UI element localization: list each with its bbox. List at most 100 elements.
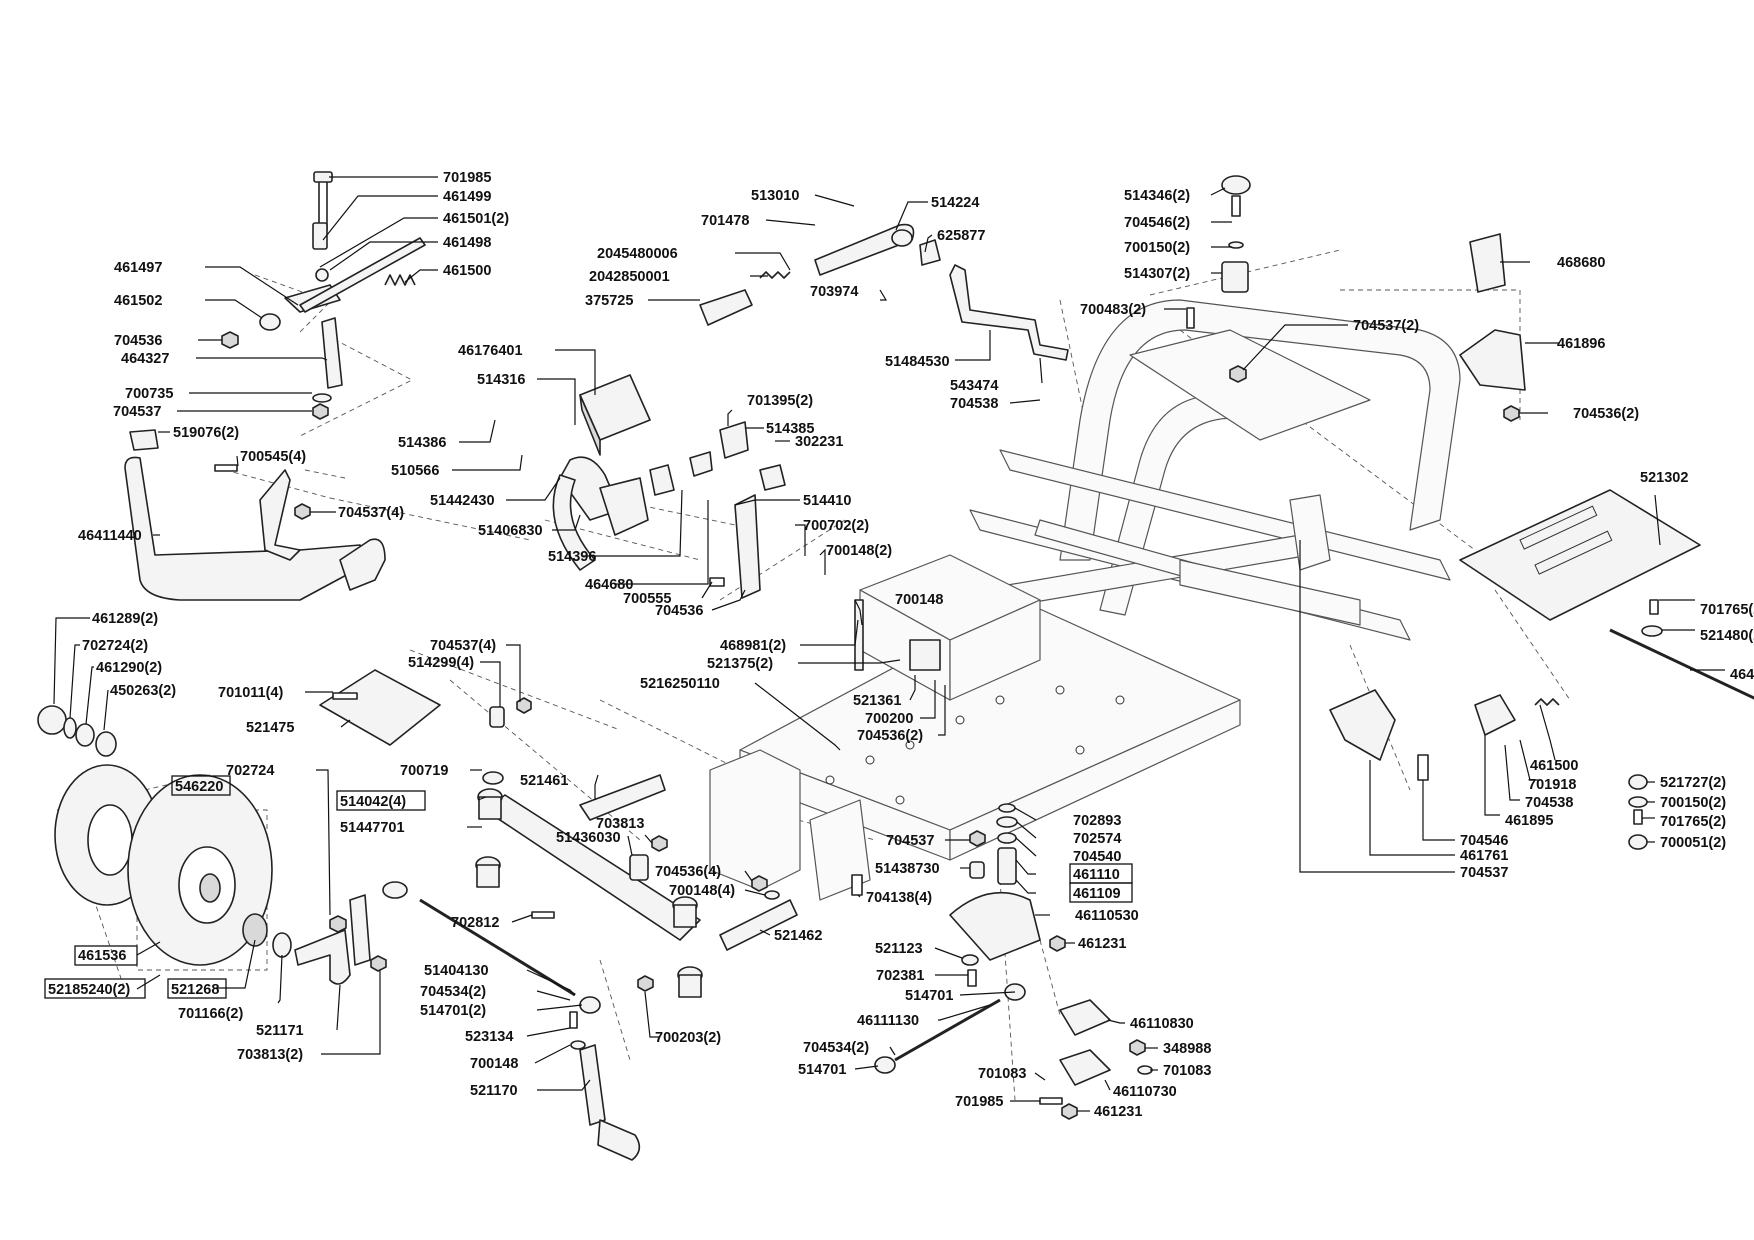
label-521375: 521375(2)	[707, 656, 773, 672]
label-514346: 514346(2)	[1124, 188, 1190, 204]
label-348988: 348988	[1163, 1041, 1211, 1057]
label-514396: 514396	[548, 549, 596, 565]
label-468680: 468680	[1557, 255, 1605, 271]
label-702724-2: 702724(2)	[82, 638, 148, 654]
label-701478: 701478	[701, 213, 749, 229]
label-703813-2: 703813(2)	[237, 1047, 303, 1063]
label-51436030: 51436030	[556, 830, 621, 846]
label-521170: 521170	[470, 1083, 518, 1099]
label-701985-b: 701985	[955, 1094, 1003, 1110]
label-464327: 464327	[121, 351, 169, 367]
label-514386: 514386	[398, 435, 446, 451]
label-461500: 461500	[443, 263, 491, 279]
label-704537-2: 704537(2)	[1353, 318, 1419, 334]
label-450263: 450263(2)	[110, 683, 176, 699]
label-46411440: 46411440	[78, 528, 142, 544]
label-521302: 521302	[1640, 470, 1688, 486]
label-514042: 514042(4)	[340, 794, 406, 810]
label-700148-4: 700148(4)	[669, 883, 735, 899]
label-521461: 521461	[520, 773, 568, 789]
label-702574: 702574	[1073, 831, 1121, 847]
label-704537-4: 704537(4)	[338, 505, 404, 521]
label-521268: 521268	[171, 982, 219, 998]
label-461895: 461895	[1505, 813, 1553, 829]
label-704538: 704538	[950, 396, 998, 412]
label-461498: 461498	[443, 235, 491, 251]
label-461502: 461502	[114, 293, 162, 309]
label-461536: 461536	[78, 948, 126, 964]
label-700051: 700051(2)	[1660, 835, 1726, 851]
label-514701-2: 514701(2)	[420, 1003, 486, 1019]
label-521361: 521361	[853, 693, 901, 709]
label-704536-2: 704536(2)	[1573, 406, 1639, 422]
label-704538-b: 704538	[1525, 795, 1573, 811]
label-510566: 510566	[391, 463, 439, 479]
parts	[37, 171, 1754, 1161]
label-700719: 700719	[400, 763, 448, 779]
label-514385: 514385	[766, 421, 814, 437]
label-461896: 461896	[1557, 336, 1605, 352]
main-frame-chassis	[709, 299, 1461, 901]
label-461500-b: 461500	[1530, 758, 1578, 774]
label-52185240: 52185240(2)	[48, 982, 130, 998]
label-703974: 703974	[810, 284, 858, 300]
part-labels: 701985 461499 461501(2) 461498 461500 46…	[48, 170, 1754, 1120]
label-2045480006: 2045480006	[597, 246, 678, 262]
label-700148: 700148	[895, 592, 943, 608]
label-704537-c: 704537	[1460, 865, 1508, 881]
label-461501: 461501(2)	[443, 211, 509, 227]
label-700735: 700735	[125, 386, 173, 402]
label-302231: 302231	[795, 434, 843, 450]
label-704537-4b: 704537(4)	[430, 638, 496, 654]
label-704540: 704540	[1073, 849, 1121, 865]
leader-lines	[53, 176, 1725, 1112]
label-701765-2: 701765(2)	[1700, 602, 1754, 618]
label-700148-d: 700148	[470, 1056, 518, 1072]
label-51447701: 51447701	[340, 820, 405, 836]
label-461231-b: 461231	[1094, 1104, 1142, 1120]
label-521480: 521480(2)	[1700, 628, 1754, 644]
assembly-guide-lines	[56, 249, 1571, 1101]
label-461290: 461290(2)	[96, 660, 162, 676]
label-514307: 514307(2)	[1124, 266, 1190, 282]
label-46176401: 46176401	[458, 343, 523, 359]
label-700555: 700555	[623, 591, 671, 607]
label-704546: 704546	[1460, 833, 1508, 849]
label-521462: 521462	[774, 928, 822, 944]
label-700150-2b: 700150(2)	[1660, 795, 1726, 811]
label-375725: 375725	[585, 293, 633, 309]
label-704534-2b: 704534(2)	[803, 1040, 869, 1056]
label-51484530: 51484530	[885, 354, 950, 370]
label-700203: 700203(2)	[655, 1030, 721, 1046]
label-461231: 461231	[1078, 936, 1126, 952]
label-701083-a: 701083	[978, 1066, 1026, 1082]
label-702724: 702724	[226, 763, 274, 779]
label-51438730: 51438730	[875, 861, 940, 877]
label-703813: 703813	[596, 816, 644, 832]
label-46110730: 46110730	[1113, 1084, 1177, 1100]
label-514701-b: 514701	[798, 1062, 846, 1078]
label-461110: 461110	[1073, 867, 1120, 883]
label-46111130: 46111130	[857, 1013, 919, 1029]
label-boxes	[44, 775, 1133, 999]
label-513010: 513010	[751, 188, 799, 204]
label-701985: 701985	[443, 170, 491, 186]
label-700200: 700200	[865, 711, 913, 727]
label-704537-b: 704537	[886, 833, 934, 849]
label-2042850001: 2042850001	[589, 269, 670, 285]
label-546220: 546220	[175, 779, 223, 795]
label-701083-b: 701083	[1163, 1063, 1211, 1079]
label-461761: 461761	[1460, 848, 1508, 864]
label-46110830: 46110830	[1130, 1016, 1194, 1032]
label-701166: 701166(2)	[178, 1006, 243, 1022]
label-461109: 461109	[1073, 886, 1121, 902]
label-468981: 468981(2)	[720, 638, 786, 654]
label-461289: 461289(2)	[92, 611, 158, 627]
label-514316: 514316	[477, 372, 525, 388]
label-51404130: 51404130	[424, 963, 489, 979]
label-46110530: 46110530	[1075, 908, 1139, 924]
label-625877: 625877	[937, 228, 985, 244]
label-521727: 521727(2)	[1660, 775, 1726, 791]
label-700148-2: 700148(2)	[826, 543, 892, 559]
label-700483: 700483(2)	[1080, 302, 1146, 318]
